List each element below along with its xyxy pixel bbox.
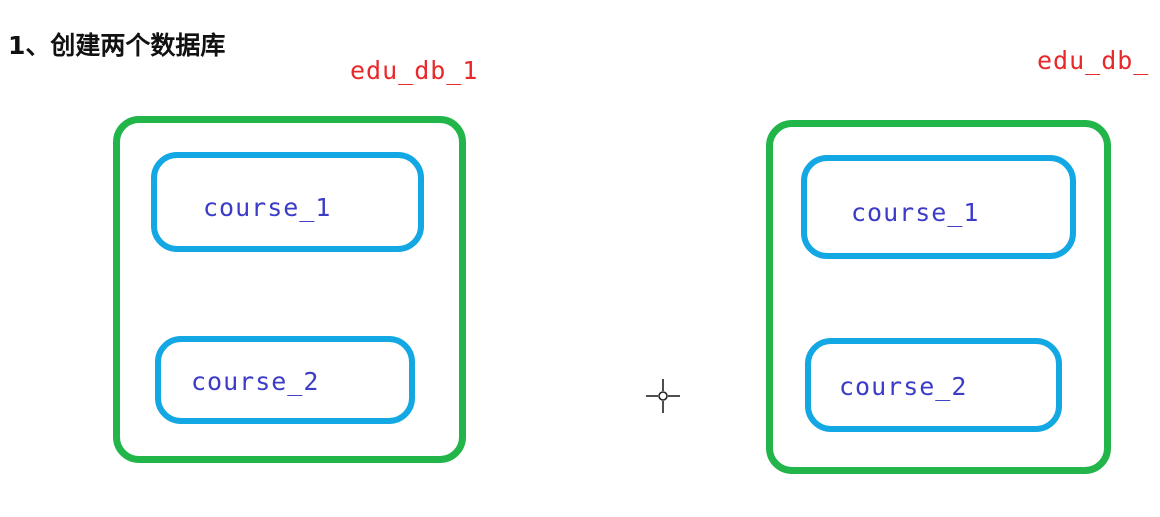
table-label-db2-course-1: course_1 (851, 198, 980, 227)
database-label-edu-db-1: edu_db_1 (350, 56, 479, 85)
table-label-db2-course-2: course_2 (839, 372, 968, 401)
crosshair-cursor-icon (646, 379, 680, 413)
database-box-2 (766, 120, 1111, 474)
table-label-db1-course-1: course_1 (203, 193, 332, 222)
table-box-db2-course-2 (805, 338, 1062, 432)
database-label-edu-db-2: edu_db_ (1037, 46, 1150, 75)
database-box-1 (113, 116, 466, 463)
page-title: 1、创建两个数据库 (8, 31, 226, 60)
table-box-db1-course-1 (151, 152, 424, 252)
table-label-db1-course-2: course_2 (191, 367, 320, 396)
table-box-db2-course-1 (801, 155, 1076, 259)
table-box-db1-course-2 (155, 336, 415, 424)
